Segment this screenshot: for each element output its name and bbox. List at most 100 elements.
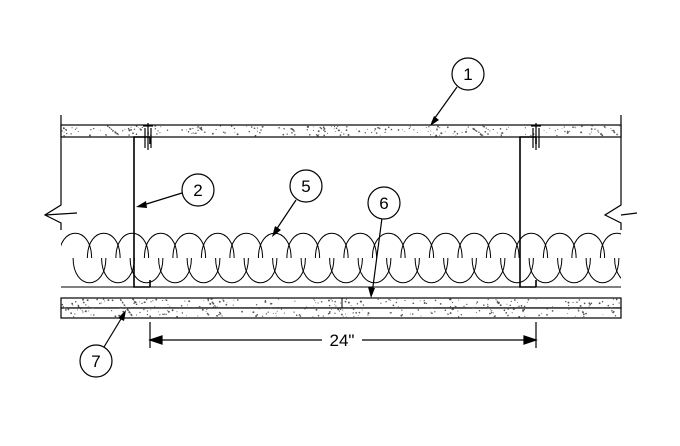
texture-dot	[128, 134, 130, 136]
texture-dot	[118, 314, 121, 317]
texture-dot	[483, 126, 485, 128]
texture-dot	[306, 129, 309, 131]
texture-dot	[374, 128, 377, 130]
break-line-right	[603, 115, 638, 230]
texture-dot	[218, 313, 220, 316]
texture-dot	[275, 312, 277, 314]
texture-dot	[236, 133, 239, 136]
texture-dot	[132, 132, 134, 135]
texture-dot	[293, 311, 295, 313]
texture-dot	[456, 132, 459, 135]
texture-dot	[384, 131, 386, 134]
texture-dot	[339, 134, 342, 136]
texture-dot	[264, 299, 267, 302]
texture-dot	[267, 311, 269, 313]
texture-dot	[567, 304, 570, 307]
texture-dot	[507, 314, 509, 317]
texture-dot	[236, 299, 239, 301]
texture-dot	[518, 315, 521, 318]
texture-dot	[322, 126, 325, 129]
texture-dot	[353, 315, 355, 318]
texture-dot	[176, 315, 179, 318]
insulation-loop	[343, 232, 392, 284]
texture-dot	[146, 313, 149, 316]
texture-dot	[444, 131, 446, 133]
texture-dot	[219, 313, 222, 315]
texture-dot	[157, 130, 159, 132]
texture-dot	[495, 299, 497, 301]
texture-dot	[134, 301, 137, 304]
insulation-loop	[200, 232, 249, 284]
texture-dot	[156, 133, 158, 135]
texture-dot	[377, 298, 379, 301]
texture-dot	[344, 300, 347, 303]
texture-dot	[119, 306, 122, 309]
texture-dot	[133, 128, 136, 130]
texture-dot	[430, 130, 432, 132]
texture-dot	[551, 310, 554, 312]
texture-dot	[565, 300, 567, 303]
texture-dot	[132, 299, 135, 301]
texture-dot	[605, 127, 607, 129]
texture-dot	[585, 312, 587, 315]
texture-dot	[346, 126, 348, 128]
texture-dot	[439, 303, 442, 305]
texture-dot	[431, 312, 433, 315]
texture-dot	[535, 299, 537, 301]
texture-dot	[331, 309, 332, 311]
texture-dot	[439, 127, 441, 129]
texture-dot	[505, 312, 508, 314]
texture-dot	[74, 128, 77, 130]
texture-dot	[317, 130, 320, 133]
texture-dot	[563, 126, 565, 128]
texture-dot	[401, 309, 403, 311]
texture-dot	[254, 134, 257, 137]
insulation-loop	[229, 232, 278, 284]
texture-dot	[333, 128, 335, 130]
texture-dot	[598, 131, 600, 133]
texture-dot	[71, 302, 74, 305]
texture-dot	[93, 314, 95, 316]
texture-dot	[111, 130, 114, 132]
texture-dot	[409, 126, 411, 128]
texture-dot	[221, 315, 223, 317]
texture-dot	[96, 298, 98, 301]
texture-dot	[579, 304, 582, 307]
texture-dot	[143, 301, 146, 304]
texture-dot	[255, 315, 258, 318]
texture-dot	[159, 314, 161, 316]
texture-dot	[610, 128, 612, 130]
texture-dot	[507, 307, 510, 310]
texture-dot	[607, 304, 610, 307]
texture-dot	[234, 131, 236, 133]
texture-dot	[109, 127, 111, 129]
texture-dot	[379, 134, 381, 136]
texture-dot	[543, 129, 545, 131]
texture-dot	[65, 129, 68, 131]
texture-dot	[270, 302, 272, 305]
insulation-loop	[599, 232, 621, 279]
insulation-loop	[172, 232, 221, 284]
texture-dot	[139, 301, 141, 303]
texture-dot	[85, 304, 87, 306]
texture-dot	[487, 306, 490, 309]
texture-dot	[308, 133, 311, 136]
bottom-panel	[60, 297, 622, 319]
texture-dot	[200, 126, 203, 129]
texture-dot	[449, 305, 452, 308]
insulation-loop	[514, 232, 563, 284]
texture-dot	[487, 133, 489, 135]
texture-dot	[340, 313, 343, 316]
texture-dot	[295, 314, 298, 317]
texture-dot	[335, 131, 337, 133]
texture-dot	[107, 126, 109, 128]
texture-dot	[278, 298, 280, 300]
texture-dot	[361, 309, 363, 311]
texture-dot	[458, 299, 460, 301]
texture-dot	[157, 311, 159, 313]
texture-dot	[86, 299, 89, 302]
texture-dot	[234, 306, 236, 309]
texture-dot	[323, 127, 326, 130]
texture-dot	[524, 127, 526, 129]
